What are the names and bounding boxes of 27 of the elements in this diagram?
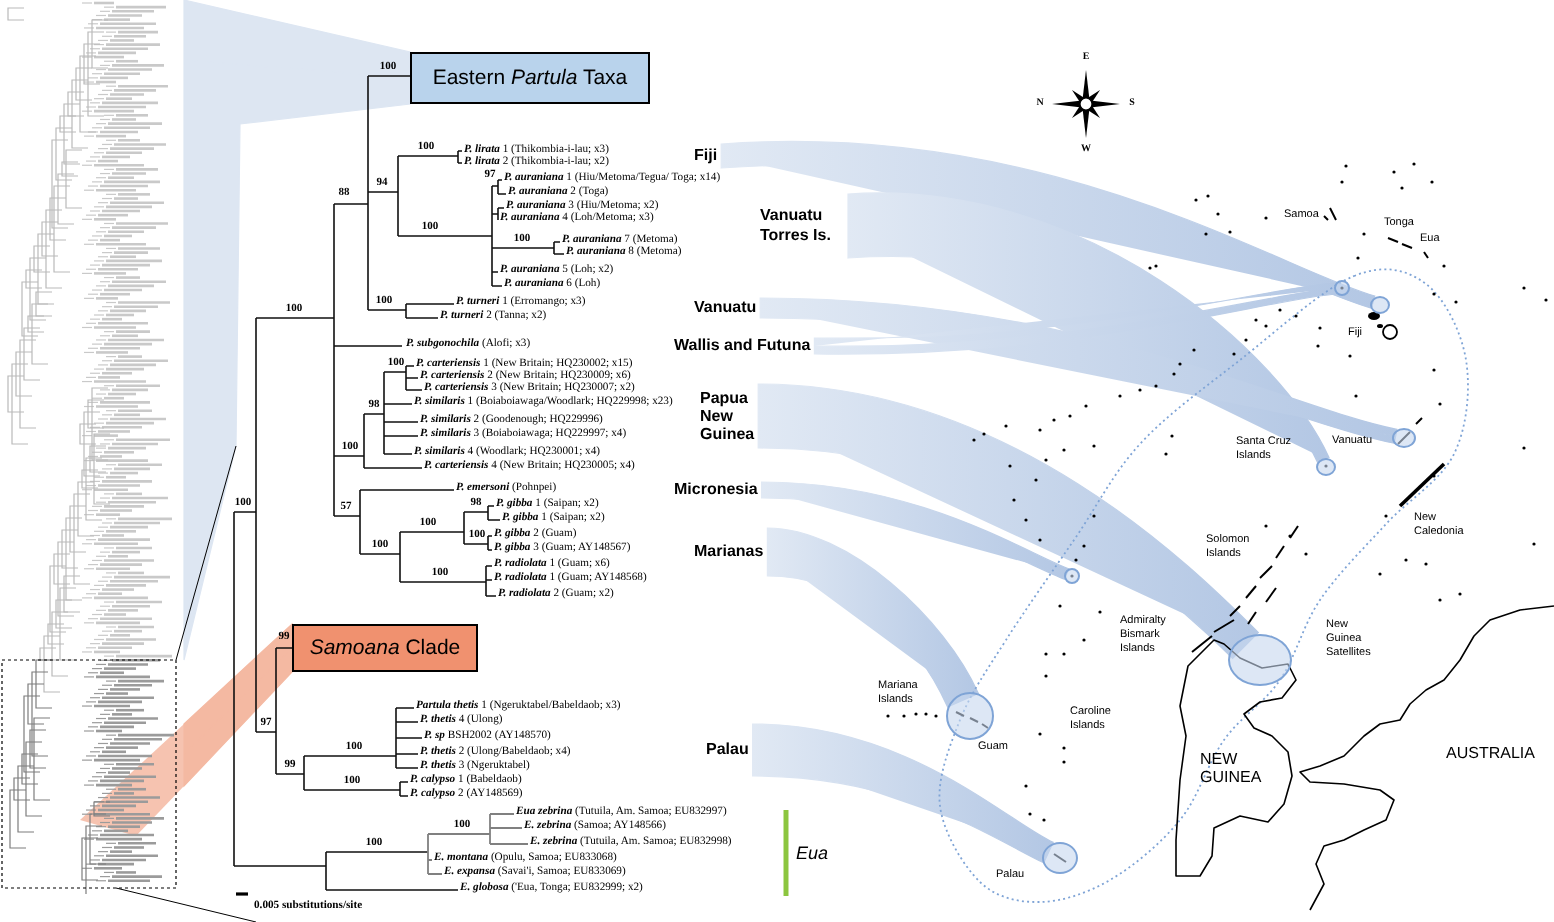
region-label: Wallis and Futuna [674, 336, 811, 356]
region-label: Vanuatu Torres Is. [760, 206, 844, 246]
clade-box: Samoana Clade [292, 624, 478, 672]
region-label: Marianas [694, 542, 764, 562]
zoom-band [183, 622, 293, 787]
full-tree-drawing [0, 0, 184, 894]
zoom-band [183, 0, 411, 661]
location-circle [1228, 634, 1292, 686]
place-name: AUSTRALIA [1446, 746, 1535, 762]
location-circle [1064, 568, 1080, 584]
place-name: NEW GUINEA [1200, 749, 1262, 787]
region-label: Fiji [694, 146, 718, 166]
location-circle [1370, 295, 1390, 313]
location-circle [1316, 457, 1336, 475]
location-circle [1392, 428, 1416, 448]
region-label: Palau [706, 740, 749, 760]
region-label: Micronesia [674, 480, 758, 500]
location-circle [1042, 842, 1078, 874]
map-link-band [752, 723, 1054, 864]
map-link-band [766, 527, 979, 708]
location-circle [946, 692, 994, 740]
clade-box: Eastern Partula Taxa [410, 52, 650, 104]
region-label: Papua New Guinea [700, 389, 755, 443]
clade-label: Eua [796, 845, 829, 863]
region-label: Vanuatu [694, 298, 757, 318]
map-link-band [813, 282, 1338, 355]
location-circle [1334, 280, 1350, 296]
